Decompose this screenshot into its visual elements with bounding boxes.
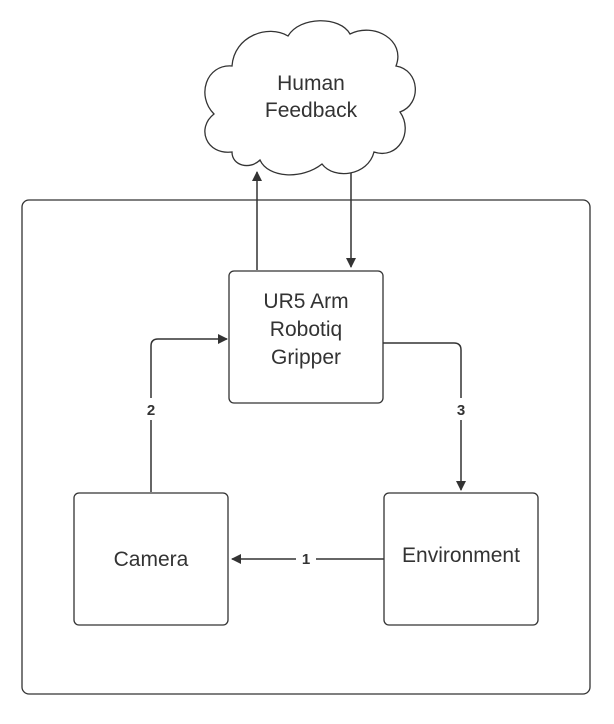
edge-label-1: 1	[302, 551, 310, 568]
human-feedback-cloud: Human Feedback	[204, 20, 416, 176]
cloud-label-line2: Feedback	[265, 99, 358, 122]
edge-arm-to-environment	[383, 342, 466, 491]
cloud-label-line1: Human	[277, 72, 345, 95]
node-camera: Camera	[73, 492, 229, 626]
system-boundary	[21, 199, 591, 695]
node-environment: Environment	[383, 492, 539, 626]
edge-label-bg-2	[141, 398, 161, 420]
arm-box	[228, 270, 384, 404]
edge-label-3: 3	[457, 402, 465, 419]
node-ur5-arm: UR5 Arm Robotiq Gripper	[228, 270, 384, 404]
camera-label: Camera	[114, 548, 189, 571]
edge-label-bg-3	[450, 398, 472, 420]
cloud-shape	[204, 20, 416, 176]
arm-label-line3: Gripper	[271, 346, 341, 369]
environment-box	[383, 492, 539, 626]
arm-label-line2: Robotiq	[270, 318, 342, 341]
arm-label-line1: UR5 Arm	[263, 290, 348, 313]
edge-label-bg-1	[296, 547, 316, 569]
environment-label: Environment	[402, 544, 520, 567]
edge-label-2: 2	[147, 402, 155, 419]
edge-camera-to-arm	[150, 334, 228, 492]
camera-box	[73, 492, 229, 626]
